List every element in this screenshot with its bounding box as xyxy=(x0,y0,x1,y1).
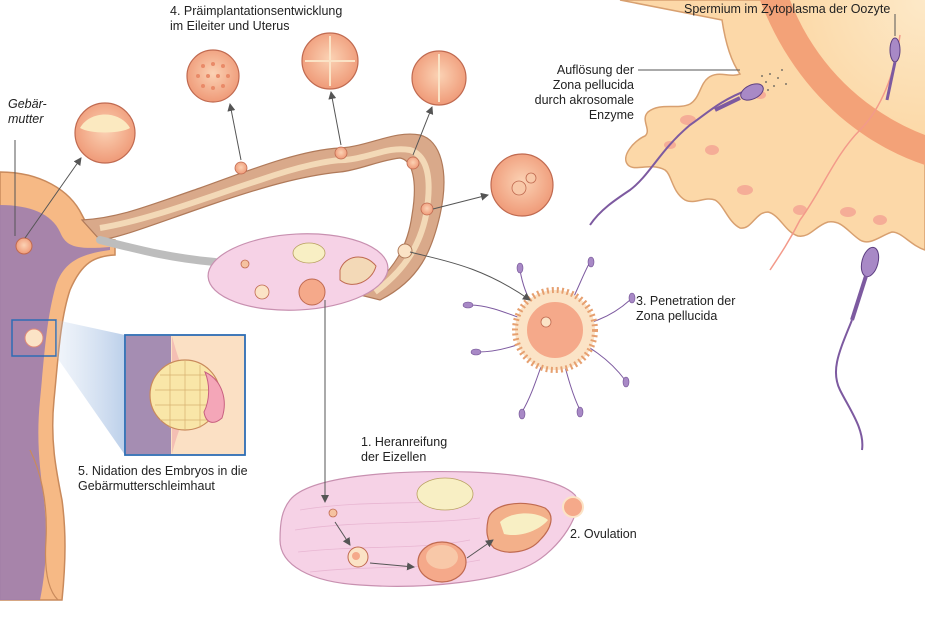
sperm-heads xyxy=(462,256,636,420)
ovulated-oocyte xyxy=(562,496,584,518)
tube-embryo-1 xyxy=(234,161,248,175)
tube-oocyte xyxy=(397,243,413,259)
ruptured-follicle-small xyxy=(339,256,377,285)
ovary-small xyxy=(207,233,389,311)
sperm-head-in-oocyte xyxy=(889,37,901,63)
pronucleus-2 xyxy=(525,172,537,184)
blastocyst-cavity xyxy=(80,114,130,133)
implanting-embryo-small xyxy=(24,328,44,348)
inset-trophoblast xyxy=(203,370,225,423)
sperm-midpiece-in-oocyte xyxy=(885,61,897,101)
tertiary-follicle-antrum xyxy=(500,513,548,536)
small-follicle-2 xyxy=(254,284,270,300)
tube-lumen xyxy=(99,146,432,295)
preimplantation-arrows xyxy=(14,91,489,239)
tube-embryo-2 xyxy=(334,146,348,160)
pronucleus-1 xyxy=(511,180,527,196)
label-step3-penetration: 3. Penetration der Zona pellucida xyxy=(636,294,736,323)
primordial-follicle xyxy=(328,508,338,518)
inset-cell-pattern xyxy=(155,360,215,430)
penetrating-sperm-midpiece xyxy=(714,96,741,112)
secondary-follicle-antrum xyxy=(426,545,458,569)
fallopian-tube xyxy=(80,133,445,301)
nidation-inset xyxy=(124,334,246,456)
blastocyst-cell xyxy=(74,102,136,164)
penetration-closeup xyxy=(589,0,925,451)
cervix-outline xyxy=(29,449,59,601)
corpus-luteum-small xyxy=(292,242,326,264)
label-step2-ovulation: 2. Ovulation xyxy=(570,527,637,541)
penetrating-sperm-tail xyxy=(589,89,749,226)
oocyte-nucleus xyxy=(540,316,552,328)
small-follicle-3 xyxy=(298,278,326,306)
label-uterus: Gebär- mutter xyxy=(8,97,47,126)
blastocyst-in-uterus xyxy=(15,237,33,255)
corpus-luteum-large xyxy=(416,477,474,511)
ovary-small-body xyxy=(207,233,389,311)
label-acrosomal-enzymes: Auflösung der Zona pellucida durch akros… xyxy=(534,63,634,122)
primary-follicle-oocyte xyxy=(352,552,360,560)
uterus xyxy=(0,171,116,601)
central-oocyte xyxy=(523,298,587,362)
tube-embryo-3 xyxy=(406,156,420,170)
penetrating-sperm-head xyxy=(740,83,764,101)
label-step4-preimplantation: 4. Präimplantationsentwicklung im Eileit… xyxy=(170,4,343,33)
label-sperm-in-oocyte: Spermium im Zytoplasma der Oozyte xyxy=(684,2,891,16)
ovary-arrows xyxy=(321,300,494,571)
small-follicle-1 xyxy=(240,259,250,269)
approaching-sperm-midpiece xyxy=(850,275,868,321)
preimplantation-cells xyxy=(74,32,554,217)
ovary-large xyxy=(279,471,584,587)
morula-dots xyxy=(196,62,230,90)
arrow-tube-to-oocyte xyxy=(409,251,531,301)
approaching-sperm-head xyxy=(860,246,880,278)
ovarian-ligament xyxy=(96,236,219,266)
label-step1-maturation: 1. Heranreifung der Eizellen xyxy=(361,435,448,464)
oocyte-with-sperm xyxy=(462,256,636,420)
approaching-sperm-tail xyxy=(835,319,864,451)
label-step5-nidation: 5. Nidation des Embryos in die Gebärmutt… xyxy=(78,464,248,493)
oocyte-cytoplasm xyxy=(790,0,925,135)
tube-zygote xyxy=(420,202,434,216)
morula-cell xyxy=(186,49,240,103)
sperm-tail-in-oocyte xyxy=(769,34,901,271)
uterus-cavity xyxy=(0,205,110,600)
magnification-beam xyxy=(56,320,125,455)
four-cell-divisions xyxy=(305,36,355,86)
